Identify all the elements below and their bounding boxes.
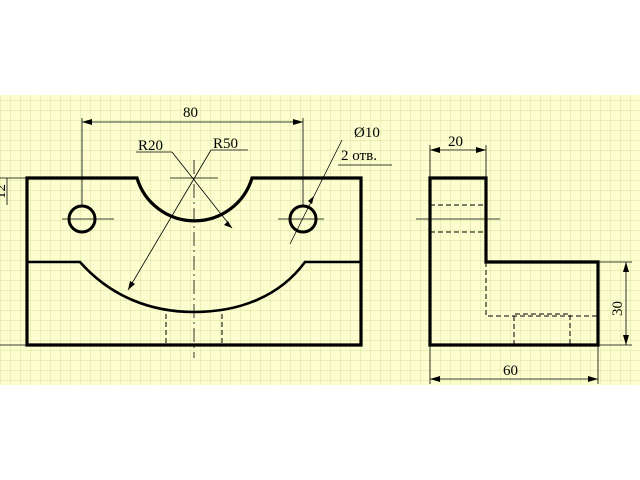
r20-arrow (224, 221, 232, 228)
r50-label: R50 (213, 136, 238, 152)
dim-30-label: 30 (610, 301, 626, 316)
dim-20-arrow-right (476, 147, 486, 153)
dim-30-arrow-bottom (623, 335, 629, 345)
diameter-arrow (308, 196, 314, 204)
dim-60-label: 60 (503, 363, 518, 379)
grid-paper (0, 95, 640, 385)
dim-20-label: 20 (448, 134, 463, 150)
r20-leader (171, 151, 233, 229)
front-view: 80 R20 R50 Ø10 2 отв. 12 (0, 105, 392, 358)
r20-label: R20 (138, 138, 163, 154)
dim-20-arrow-left (430, 147, 440, 153)
diameter-leader (289, 139, 343, 245)
hole-count-label: 2 отв. (341, 148, 377, 164)
dim-80-arrow-left (82, 119, 92, 125)
side-view: 20 60 30 (416, 134, 632, 384)
diameter-label: Ø10 (354, 125, 380, 141)
r50-arrow (128, 281, 135, 290)
hidden-recess (485, 262, 598, 317)
dim-60-arrow-left (430, 376, 440, 382)
dim-12-label: 12 (0, 184, 9, 199)
hidden-groove (513, 313, 571, 345)
front-view-outline (25, 176, 363, 347)
dim-80-label: 80 (183, 105, 198, 121)
r50-leader (127, 149, 212, 291)
dim-30-arrow-top (623, 262, 629, 272)
dim-60-arrow-right (588, 376, 598, 382)
dim-80-arrow-right (293, 119, 303, 125)
